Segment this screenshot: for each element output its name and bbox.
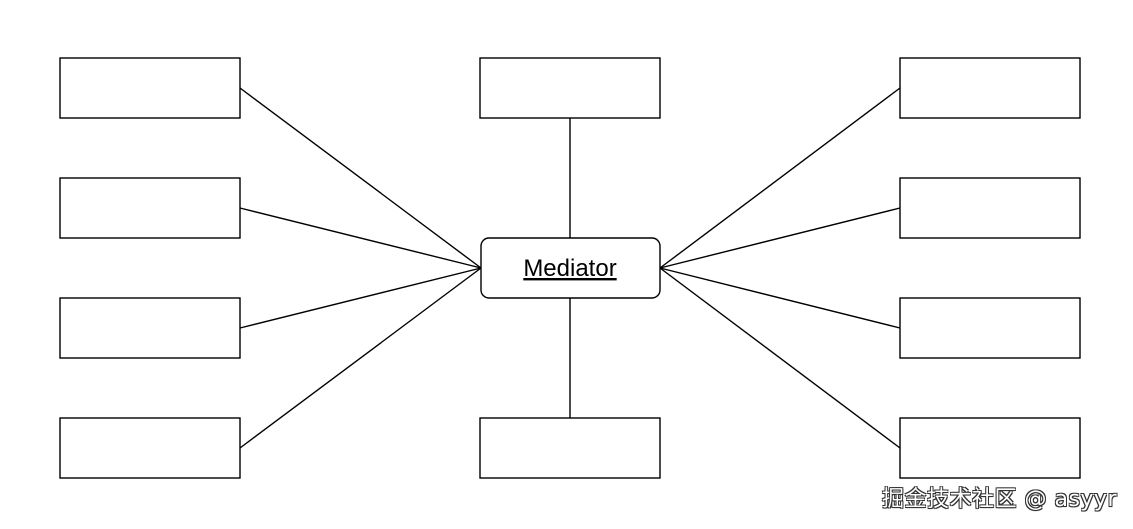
colleague-box-top bbox=[479, 57, 661, 119]
connector-right-3 bbox=[659, 267, 901, 329]
connector-right-1 bbox=[659, 87, 901, 269]
colleague-box-left-4 bbox=[59, 417, 241, 479]
connector-left-1 bbox=[239, 87, 482, 269]
colleague-box-left-2 bbox=[59, 177, 241, 239]
watermark: 掘金技术社区 @ asyyr bbox=[881, 487, 1117, 512]
colleague-box-right-4 bbox=[899, 417, 1081, 479]
connector-left-2 bbox=[239, 207, 482, 269]
colleague-box-left-3 bbox=[59, 297, 241, 359]
colleague-box-right-3 bbox=[899, 297, 1081, 359]
colleague-box-right-1 bbox=[899, 57, 1081, 119]
colleague-box-right-2 bbox=[899, 177, 1081, 239]
colleague-box-left-1 bbox=[59, 57, 241, 119]
connector-left-4 bbox=[239, 267, 482, 449]
connector-right-4 bbox=[659, 267, 901, 449]
mediator-box bbox=[480, 237, 661, 299]
mediator-label: Mediator bbox=[523, 255, 616, 282]
connector-left-3 bbox=[239, 267, 482, 329]
connector-right-2 bbox=[659, 207, 901, 269]
colleague-box-bottom bbox=[479, 417, 661, 479]
